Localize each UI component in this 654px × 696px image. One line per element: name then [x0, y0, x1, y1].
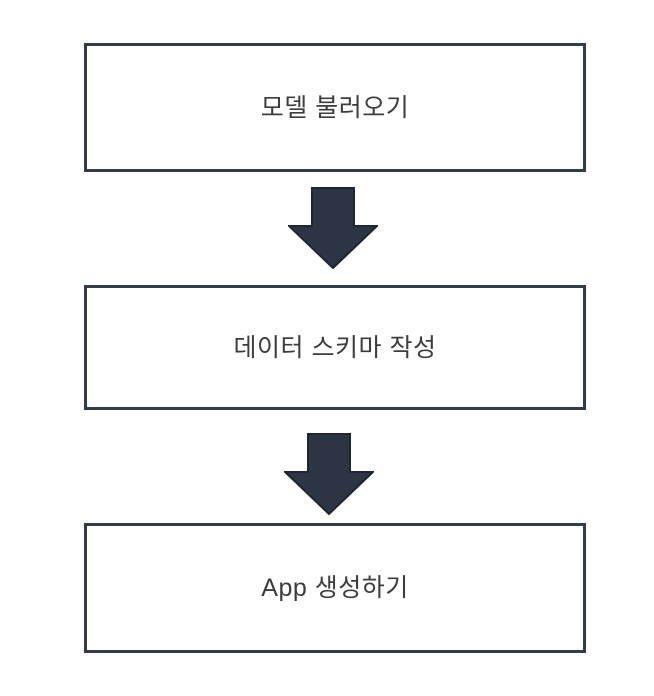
flow-step-box-write-data-schema: 데이터 스키마 작성 — [84, 285, 586, 410]
flow-step-box-load-model: 모델 불러오기 — [84, 43, 586, 172]
step-label: 데이터 스키마 작성 — [233, 333, 437, 362]
down-arrow-icon — [284, 433, 374, 515]
flow-step-box-create-app: App 생성하기 — [84, 523, 586, 653]
step-label: App 생성하기 — [261, 574, 409, 602]
down-arrow-shape — [284, 433, 374, 515]
step-label: 모델 불러오기 — [260, 93, 410, 122]
down-arrow-icon — [288, 187, 378, 269]
down-arrow-shape — [288, 187, 378, 269]
